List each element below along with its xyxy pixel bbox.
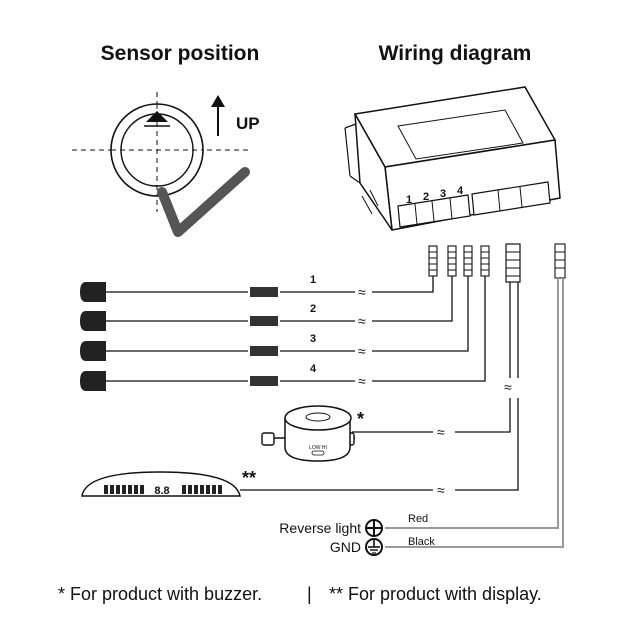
- sensor-wire-2: ≈ 2: [80, 276, 453, 331]
- footer-display-note: ** For product with display.: [329, 584, 542, 604]
- sensor-wire-1-inline-connector: [250, 287, 278, 297]
- buzzer-switch-text: LOW HI: [309, 445, 327, 451]
- sensor-wire-4: ≈ 4: [80, 276, 486, 391]
- port-number-1: 1: [406, 194, 412, 206]
- up-label: UP: [236, 114, 260, 133]
- accessory-wires: ≈ ≈ ≈: [240, 282, 519, 498]
- port-number-3: 3: [440, 188, 446, 200]
- sensor-wire-4-inline-connector: [250, 376, 278, 386]
- reverse-light-label: Reverse light: [279, 520, 361, 536]
- display: 8.8 **: [81, 468, 256, 497]
- sensor-4: [80, 371, 106, 391]
- up-arrow-icon: [211, 95, 225, 107]
- ground-terminal-icon: [365, 538, 383, 556]
- power-connector-plug: [554, 243, 566, 279]
- sensor-up-marker-icon: [146, 111, 168, 122]
- box-connectors: [428, 243, 566, 283]
- svg-text:≈: ≈: [358, 373, 366, 389]
- svg-text:≈: ≈: [437, 424, 445, 440]
- sensor-wire-3-inline-connector: [250, 346, 278, 356]
- svg-text:≈: ≈: [358, 284, 366, 300]
- reverse-light-terminal-icon: [365, 519, 383, 537]
- connector-2-plug: [447, 245, 457, 277]
- red-wire-label: Red: [408, 513, 428, 525]
- svg-text:≈: ≈: [358, 343, 366, 359]
- sensor-position-title: Sensor position: [101, 42, 260, 65]
- connector-4-plug: [480, 245, 490, 277]
- aux-port-block: [471, 181, 551, 216]
- accessory-connector-plug: [505, 243, 521, 283]
- sensor-wire-2-inline-connector: [250, 316, 278, 326]
- sensor-2: [80, 311, 106, 331]
- check-mark-icon: [157, 167, 250, 237]
- display-bar-segments: [104, 485, 222, 494]
- sensor-wire-2-number: 2: [310, 303, 316, 315]
- display-marker: **: [242, 468, 256, 488]
- red-wire: [385, 278, 559, 529]
- connector-3-plug: [463, 245, 473, 277]
- sensor-1: [80, 282, 106, 302]
- sensor-position-figure: UP: [72, 92, 260, 237]
- buzzer-switch: [311, 450, 325, 456]
- port-number-2: 2: [423, 191, 429, 203]
- buzzer-marker: *: [357, 409, 364, 429]
- sensor-wire-4-number: 4: [310, 363, 317, 375]
- sensor-wire-1-number: 1: [310, 274, 316, 286]
- black-wire: [385, 278, 564, 548]
- sensor-wire-3-number: 3: [310, 333, 316, 345]
- display-readout: 8.8: [154, 485, 169, 497]
- port-number-4: 4: [457, 185, 464, 197]
- svg-text:≈: ≈: [504, 379, 512, 395]
- svg-text:≈: ≈: [437, 482, 445, 498]
- sensor-3: [80, 341, 106, 361]
- sensor-wire-1: ≈ 1: [80, 274, 434, 302]
- wiring-diagram-title: Wiring diagram: [379, 42, 532, 65]
- power-wires: Red Black Reverse light GND: [279, 278, 564, 556]
- sensor-wire-3: ≈ 3: [80, 276, 469, 361]
- footer-separator: |: [307, 584, 312, 604]
- black-wire-label: Black: [408, 536, 435, 548]
- footer-buzzer-note: * For product with buzzer.: [58, 584, 262, 604]
- control-box: 1 2 3 4: [344, 86, 561, 231]
- buzzer: LOW HI *: [261, 405, 364, 462]
- gnd-label: GND: [330, 539, 361, 555]
- svg-text:≈: ≈: [358, 313, 366, 329]
- connector-1-plug: [428, 245, 438, 277]
